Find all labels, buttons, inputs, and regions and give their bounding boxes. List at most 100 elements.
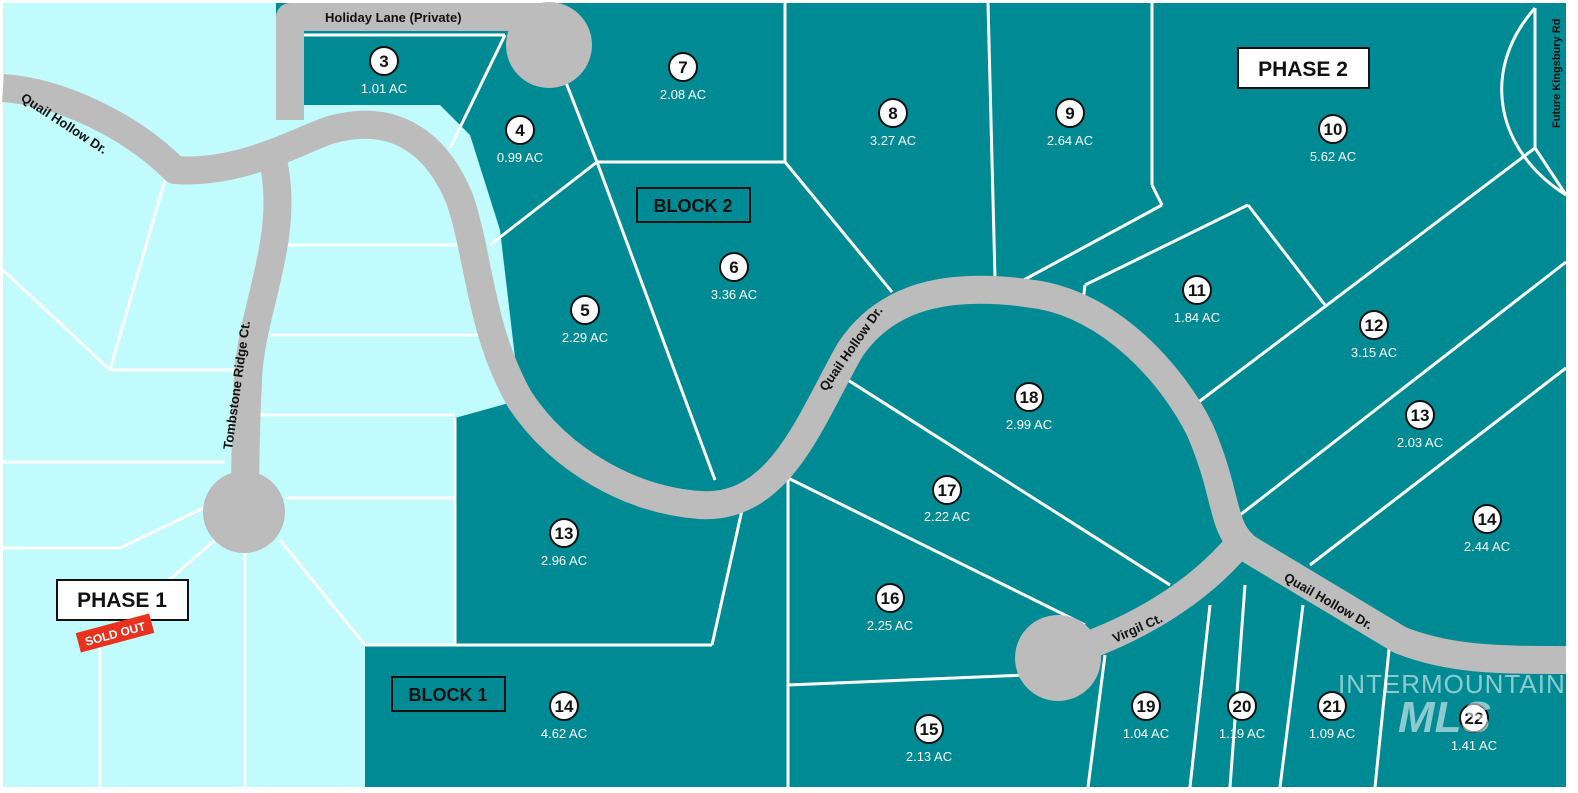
lot-acreage: 2.25 AC: [867, 618, 913, 633]
lot-number-badge: [1317, 691, 1347, 721]
lot-18[interactable]: 18 2.99 AC: [1006, 382, 1052, 432]
lot-number: 20: [1233, 697, 1252, 716]
lot-number: 4: [515, 121, 525, 140]
street-label-holiday-lane: Holiday Lane (Private): [325, 10, 462, 25]
lot-number-badge: [1014, 382, 1044, 412]
lot-15[interactable]: 15 2.13 AC: [906, 714, 952, 764]
lot-acreage: 2.08 AC: [660, 87, 706, 102]
lot-number-badge: [1131, 691, 1161, 721]
lot-number-badge: [1318, 114, 1348, 144]
lot-acreage: 2.64 AC: [1047, 133, 1093, 148]
lot-acreage: 1.19 AC: [1219, 726, 1265, 741]
block2-label-box: [636, 187, 751, 223]
lot-number-badge: [1405, 400, 1435, 430]
lot-acreage: 2.29 AC: [562, 330, 608, 345]
lot-number-badge: [369, 46, 399, 76]
lot-4[interactable]: 4 0.99 AC: [497, 115, 543, 165]
street-label-future-kingsbury: Future Kingsbury Rd: [1551, 19, 1563, 128]
lot-number-badge: [668, 52, 698, 82]
lot-acreage: 1.41 AC: [1451, 738, 1497, 753]
lot-number-badge: [1472, 504, 1502, 534]
lot-16[interactable]: 16 2.25 AC: [867, 583, 913, 633]
lot-8[interactable]: 8 3.27 AC: [870, 98, 916, 148]
lot-number-badge: [878, 98, 908, 128]
lot-number-badge: [1055, 98, 1085, 128]
future-road-curve: [1500, 7, 1567, 197]
phase1-label-box: [56, 579, 189, 621]
phase2-label-box: [1237, 47, 1370, 89]
lot-number: 13: [1411, 406, 1430, 425]
lot-acreage: 1.04 AC: [1123, 726, 1169, 741]
lot-acreage: 4.62 AC: [541, 726, 587, 741]
block1-label-box: [391, 676, 506, 712]
lot-17[interactable]: 17 2.22 AC: [924, 475, 970, 524]
lot-acreage: 3.36 AC: [711, 287, 757, 302]
block2-label: BLOCK 2: [653, 196, 732, 216]
lot-14-block1[interactable]: 14 4.62 AC: [541, 691, 587, 741]
lot-21[interactable]: 21 1.09 AC: [1309, 691, 1355, 741]
lot-10[interactable]: 105.62 AC: [1310, 114, 1356, 164]
lot-number: 14: [1478, 510, 1497, 529]
lot-acreage: 2.44 AC: [1464, 539, 1510, 554]
lot-acreage: 3.27 AC: [870, 133, 916, 148]
holiday-lane-cul-de-sac: [506, 2, 592, 88]
lot-number-badge: [549, 691, 579, 721]
lot-number: 14: [555, 697, 574, 716]
lot-acreage: 2.96 AC: [541, 553, 587, 568]
lot-number: 18: [1020, 388, 1039, 407]
block1-label: BLOCK 1: [408, 685, 487, 705]
lot-9[interactable]: 9 2.64 AC: [1047, 98, 1093, 148]
lot-acreage: 2.99 AC: [1006, 417, 1052, 432]
lot-number: 19: [1137, 697, 1156, 716]
lot-lines: [298, 2, 1568, 788]
lot-number: 11: [1188, 281, 1206, 300]
lot-acreage: 1.84 AC: [1174, 310, 1220, 325]
lot-7[interactable]: 7 2.08 AC: [660, 52, 706, 102]
lot-6[interactable]: 6 3.36 AC: [711, 252, 757, 302]
lot-number: 16: [881, 589, 900, 608]
lot-number: 9: [1065, 104, 1074, 123]
lot-acreage: 1.01 AC: [361, 81, 407, 96]
lot-12[interactable]: 12 3.15 AC: [1351, 310, 1397, 360]
lot-22[interactable]: 22 1.41 AC: [1451, 703, 1497, 753]
lot-number-badge: [1459, 703, 1489, 733]
lot-number: 22: [1465, 709, 1484, 728]
lot-number: 17: [938, 481, 957, 500]
lot-number-badge: [1227, 691, 1257, 721]
lot-number: 12: [1365, 316, 1384, 335]
lot-number-badge: [719, 252, 749, 282]
phase2-label: PHASE 2: [1258, 58, 1348, 81]
lot-number: 15: [920, 720, 939, 739]
virgil-cul-de-sac: [1015, 615, 1101, 701]
lot-14-block2[interactable]: 14 2.44 AC: [1464, 504, 1510, 554]
lot-19[interactable]: 19 1.04 AC: [1123, 691, 1169, 741]
watermark-line1: INTERMOUNTAIN: [1338, 669, 1566, 699]
lot-number: 13: [555, 524, 574, 543]
lot-acreage: 2.22 AC: [924, 509, 970, 524]
lot-20[interactable]: 20 1.19 AC: [1219, 691, 1265, 741]
lot-13-block1[interactable]: 13 2.96 AC: [541, 518, 587, 568]
lot-number: 7: [678, 58, 687, 77]
lot-acreage: 3.15 AC: [1351, 345, 1397, 360]
lot-number: 10: [1324, 120, 1343, 139]
tombstone-cul-de-sac: [203, 471, 285, 553]
lot-number: 21: [1323, 697, 1342, 716]
watermark-line2: MLS: [1398, 693, 1491, 742]
lot-number-badge: [914, 714, 944, 744]
lot-13-block2[interactable]: 13 2.03 AC: [1397, 400, 1443, 450]
quail-hollow-road-west: [1, 74, 1567, 674]
lot-acreage: 0.99 AC: [497, 150, 543, 165]
lot-number: 3: [379, 52, 388, 71]
lot-5[interactable]: 52.29 AC: [562, 295, 608, 345]
lot-acreage: 1.09 AC: [1309, 726, 1355, 741]
lot-number-badge: [1182, 275, 1212, 305]
lot-number-badge: [570, 295, 600, 325]
lot-acreage: 2.03 AC: [1397, 435, 1443, 450]
lot-number: 8: [888, 104, 897, 123]
lot-number-badge: [505, 115, 535, 145]
lot-3[interactable]: 3 1.01 AC: [361, 46, 407, 96]
lot-11[interactable]: 11 1.84 AC: [1174, 275, 1220, 325]
lot-acreage: 2.13 AC: [906, 749, 952, 764]
lot-number: 6: [729, 258, 738, 277]
